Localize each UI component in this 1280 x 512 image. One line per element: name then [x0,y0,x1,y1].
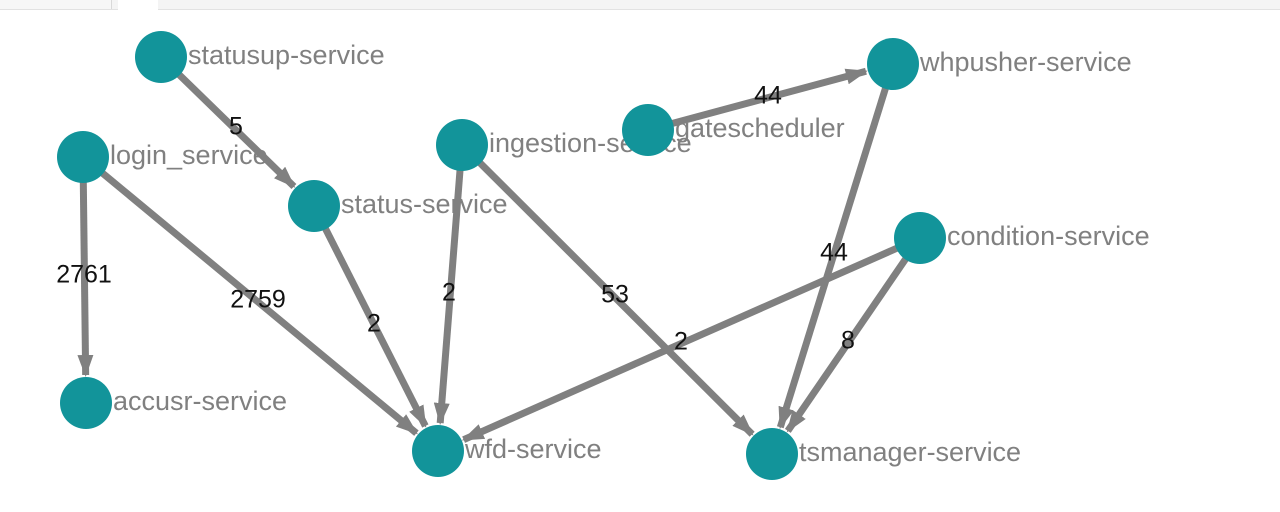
edge-label-condition-to-wfd: 2 [674,328,688,356]
edge-login-to-accusr [77,156,94,378]
node-label: accusr-service [113,386,287,416]
tab-bar [0,0,1280,10]
edge-label-ingestion-to-tsmanager: 53 [601,281,629,309]
node-status[interactable]: status-service [288,180,508,232]
node-circle[interactable] [288,180,340,232]
tab-previous[interactable] [0,0,112,9]
node-label: status-service [341,189,508,219]
node-circle[interactable] [746,428,798,480]
node-wfd[interactable]: wfd-service [412,425,602,477]
edge-whpusher-to-tsmanager [776,62,897,430]
edge-ingestion-to-tsmanager [459,142,755,437]
edge-ingestion-to-wfd [433,144,466,426]
node-label: wfd-service [464,434,602,464]
node-label: whpusher-service [919,47,1132,77]
node-circle[interactable] [412,425,464,477]
node-label: statusup-service [188,40,385,70]
node-accusr[interactable]: accusr-service [60,377,287,429]
edge-label-login-to-wfd: 2759 [230,286,286,314]
node-circle[interactable] [894,212,946,264]
edge-labels-layer: 5 2761 2759 2 2 53 44 44 2 8 [56,82,855,356]
nodes-layer: statusup-service login_service status-serv… [57,31,1150,480]
edge-gatescheduler-to-whpusher [647,67,868,134]
edge-label-condition-to-tsmanager: 8 [841,327,855,355]
edges-layer [77,54,923,443]
edge-label-ingestion-to-wfd: 2 [442,279,456,307]
node-whpusher[interactable]: whpusher-service [867,38,1132,90]
node-circle[interactable] [436,119,488,171]
node-circle[interactable] [867,38,919,90]
node-label: login_service [110,140,268,170]
edge-status-to-wfd [310,204,429,428]
node-tsmanager[interactable]: tsmanager-service [746,428,1021,480]
node-circle[interactable] [60,377,112,429]
node-label: condition-service [947,221,1150,251]
node-login[interactable]: login_service [57,131,268,183]
edge-label-gatescheduler-to-whpusher: 44 [754,82,782,110]
node-label: tsmanager-service [799,437,1021,467]
edge-label-status-to-wfd: 2 [367,310,381,338]
node-statusup[interactable]: statusup-service [135,31,385,83]
node-circle[interactable] [622,104,674,156]
edge-condition-to-wfd [461,234,922,443]
node-gatescheduler[interactable]: gatescheduler [622,104,845,156]
edge-statusup-to-status [158,54,297,189]
edge-label-statusup-to-status: 5 [229,113,243,141]
edge-label-whpusher-to-tsmanager: 44 [820,239,848,267]
tab-active[interactable] [118,0,158,10]
node-label: gatescheduler [675,113,845,143]
node-circle[interactable] [135,31,187,83]
node-circle[interactable] [57,131,109,183]
node-condition[interactable]: condition-service [894,212,1150,264]
edge-condition-to-tsmanager [784,236,923,433]
edge-label-login-to-accusr: 2761 [56,261,112,289]
edge-login-to-wfd [80,154,419,436]
